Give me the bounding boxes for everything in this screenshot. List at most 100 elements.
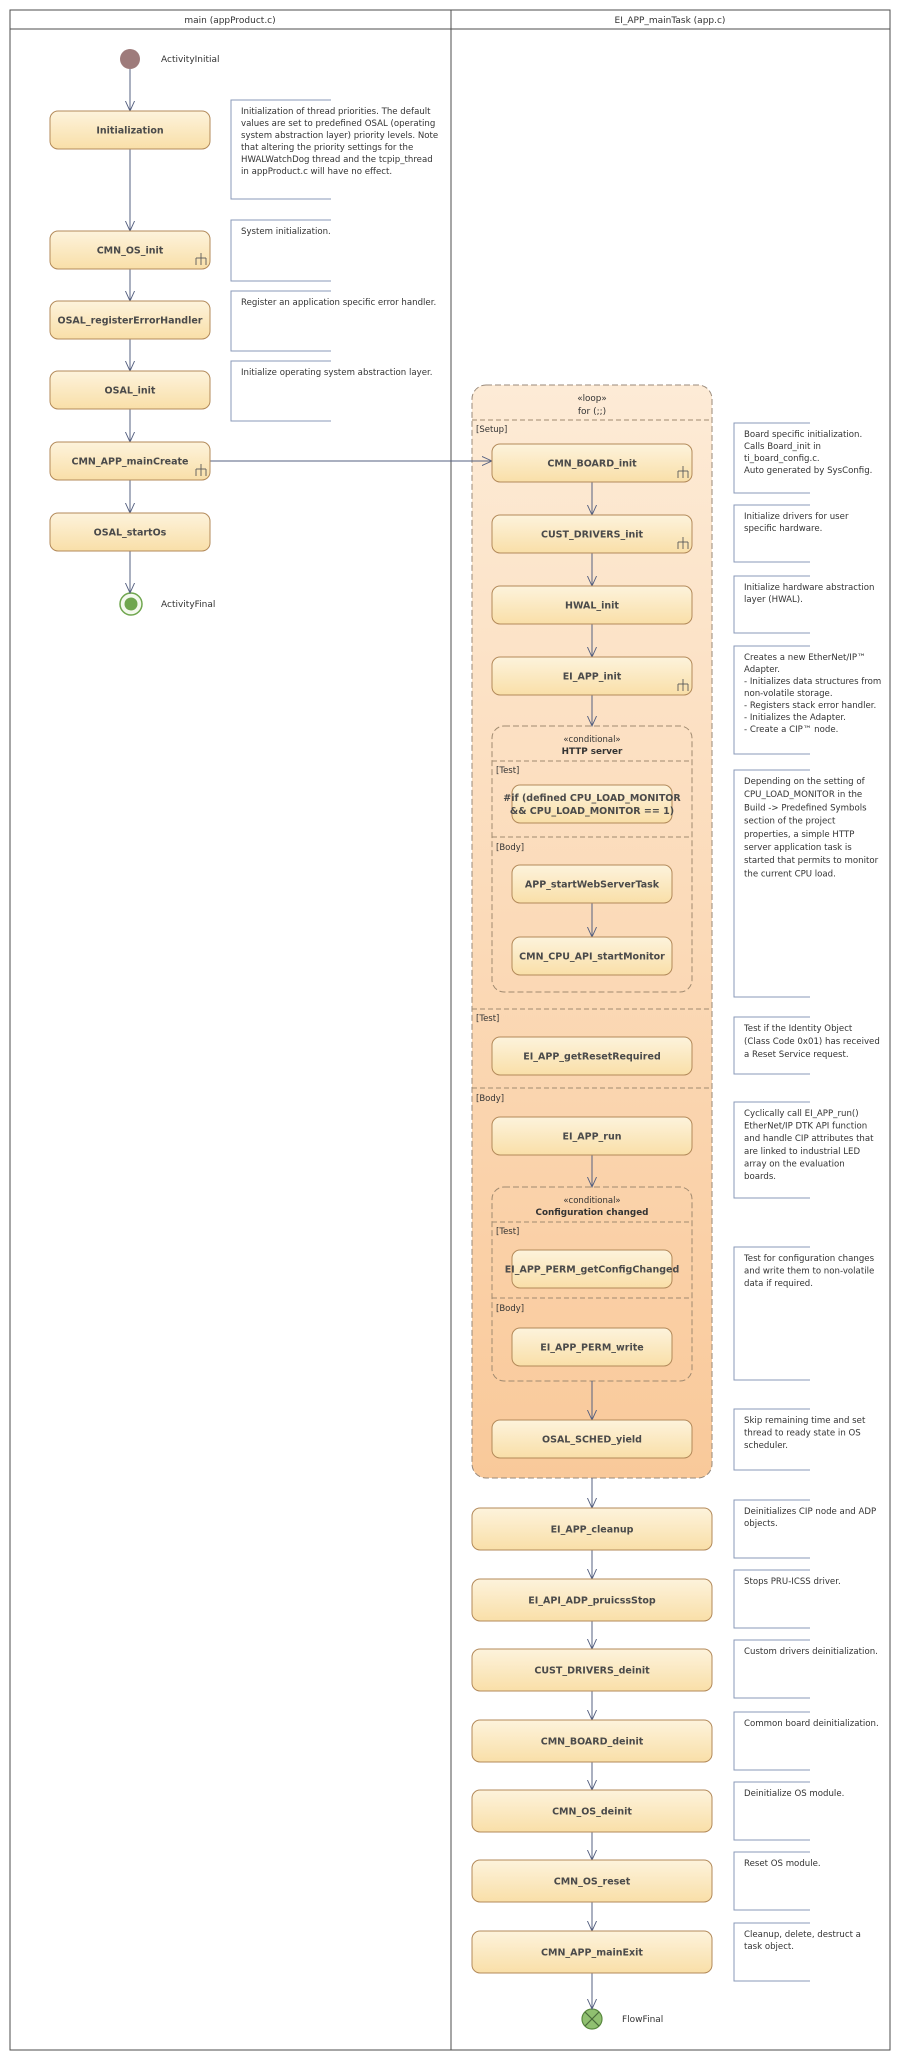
note-line: Test for configuration changes [743, 1254, 875, 1264]
action-setup-0[interactable]: CMN_BOARD_init [491, 443, 693, 483]
note-line: Board specific initialization. [744, 430, 862, 440]
config-stereotype: «conditional» [563, 1196, 620, 1206]
action-cleanup-6[interactable]: CMN_APP_mainExit [471, 1930, 713, 1974]
note-frame [733, 769, 810, 998]
action-setup-3[interactable]: EI_APP_init [491, 656, 693, 696]
note-line: Initialize operating system abstraction … [241, 368, 432, 378]
config-test-label: [Test] [496, 1227, 519, 1237]
action-box [471, 1859, 713, 1903]
action-box [511, 936, 673, 976]
action-config-body[interactable]: EI_APP_PERM_write [511, 1327, 673, 1367]
note-frame [733, 1639, 810, 1699]
action-http-body-0[interactable]: APP_startWebServerTask [511, 864, 673, 904]
action-box [491, 443, 693, 483]
note-line: scheduler. [744, 1441, 788, 1451]
http-condition-box[interactable]: #if (defined CPU_LOAD_MONITOR&& CPU_LOAD… [503, 784, 681, 824]
loop-stereotype: «loop» [577, 394, 607, 404]
action-left-2[interactable]: OSAL_registerErrorHandler [49, 300, 211, 340]
note-line: Register an application specific error h… [241, 298, 436, 308]
action-cleanup-0[interactable]: EI_APP_cleanup [471, 1507, 713, 1551]
swimlanes: main (appProduct.c) EI_APP_mainTask (app… [9, 9, 891, 2051]
action-cleanup-4[interactable]: CMN_OS_deinit [471, 1789, 713, 1833]
note-line: (Class Code 0x01) has received [744, 1037, 880, 1047]
note-line: array on the evaluation [744, 1159, 845, 1169]
action-setup-2[interactable]: HWAL_init [491, 585, 693, 625]
action-left-4[interactable]: CMN_APP_mainCreate [49, 441, 211, 481]
final-node-inner [124, 597, 138, 611]
action-box [491, 1116, 693, 1156]
action-config-test[interactable]: EI_APP_PERM_getConfigChanged [505, 1249, 680, 1289]
note-line: Cleanup, delete, destruct a [744, 1930, 861, 1940]
note-line: system abstraction layer) priority level… [241, 131, 438, 141]
note-frame [733, 575, 810, 634]
action-label: APP_startWebServerTask [525, 880, 660, 891]
http-test-label: [Test] [496, 766, 519, 776]
action-box [491, 585, 693, 625]
note-cleanup-5: Reset OS module. [733, 1851, 821, 1911]
action-left-3[interactable]: OSAL_init [49, 370, 211, 410]
note-line: and handle CIP attributes that [744, 1134, 874, 1144]
note-frame [733, 504, 810, 563]
note-line: Deinitialize OS module. [744, 1789, 844, 1799]
note-line: a Reset Service request. [744, 1050, 849, 1060]
action-box [49, 300, 211, 340]
action-label: CMN_OS_init [97, 246, 164, 257]
action-setup-1[interactable]: CUST_DRIVERS_init [491, 514, 693, 554]
action-http-body-1[interactable]: CMN_CPU_API_startMonitor [511, 936, 673, 976]
note-line: - Registers stack error handler. [744, 701, 876, 711]
action-label: OSAL_registerErrorHandler [58, 316, 203, 327]
note-line: and write them to non-volatile [744, 1267, 874, 1277]
loop-test-label: [Test] [476, 1014, 499, 1024]
action-cleanup-2[interactable]: CUST_DRIVERS_deinit [471, 1648, 713, 1692]
note-right-7: Test for configuration changes and write … [733, 1246, 875, 1381]
action-cleanup-1[interactable]: EI_API_ADP_pruicssStop [471, 1578, 713, 1622]
http-server-conditional: «conditional» HTTP server [Test] [Body] [491, 725, 693, 993]
note-line: Initialize hardware abstraction [744, 583, 874, 593]
action-box [49, 230, 211, 270]
http-body-label: [Body] [496, 843, 524, 853]
note-line: task object. [744, 1942, 794, 1952]
action-left-1[interactable]: CMN_OS_init [49, 230, 211, 270]
note-line: non-volatile storage. [744, 689, 833, 699]
left-lane-title: main (appProduct.c) [184, 16, 275, 26]
http-stereotype: «conditional» [563, 735, 620, 745]
action-cleanup-3[interactable]: CMN_BOARD_deinit [471, 1719, 713, 1763]
note-line: Depending on the setting of [744, 777, 866, 787]
note-line: Build -> Predefined Symbols [744, 803, 867, 813]
note-line: boards. [744, 1172, 776, 1182]
initial-node[interactable] [120, 49, 140, 69]
action-left-5[interactable]: OSAL_startOs [49, 512, 211, 552]
action-box [491, 514, 693, 554]
note-line: server application task is [744, 843, 852, 853]
action-yield[interactable]: OSAL_SCHED_yield [491, 1419, 693, 1459]
note-line: Creates a new EtherNet/IP™ [744, 653, 866, 663]
note-left-1: System initialization. [230, 219, 331, 282]
note-cleanup-3: Common board deinitialization. [733, 1711, 879, 1771]
note-cleanup-4: Deinitialize OS module. [733, 1781, 844, 1841]
config-body-label: [Body] [496, 1304, 524, 1314]
action-loop-body[interactable]: EI_APP_run [491, 1116, 693, 1156]
note-line: Initialize drivers for user [744, 512, 849, 522]
note-line: layer (HWAL). [744, 595, 803, 605]
action-cleanup-5[interactable]: CMN_OS_reset [471, 1859, 713, 1903]
note-line: Test if the Identity Object [743, 1024, 853, 1034]
note-line: HWALWatchDog thread and the tcpip_thread [241, 155, 433, 165]
action-box [511, 864, 673, 904]
note-left-0: Initialization of thread priorities. The… [230, 99, 438, 200]
note-line: Custom drivers deinitialization. [744, 1647, 878, 1657]
action-label: CMN_BOARD_init [547, 459, 637, 470]
notes: Initialization of thread priorities. The… [230, 99, 881, 1982]
control-nodes: ActivityInitial ActivityFinal FlowFinal [119, 49, 663, 2030]
note-frame [733, 645, 810, 755]
note-right-6: Cyclically call EI_APP_run()EtherNet/IP … [733, 1101, 874, 1199]
condition-line: && CPU_LOAD_MONITOR == 1) [510, 806, 674, 817]
action-box [49, 110, 211, 150]
action-label: OSAL_init [105, 386, 156, 397]
http-title: HTTP server [562, 747, 623, 757]
action-box [49, 370, 211, 410]
action-left-0[interactable]: Initialization [49, 110, 211, 150]
edges [130, 69, 592, 2009]
flow-final-label: FlowFinal [622, 2015, 663, 2025]
action-loop-test[interactable]: EI_APP_getResetRequired [491, 1036, 693, 1076]
